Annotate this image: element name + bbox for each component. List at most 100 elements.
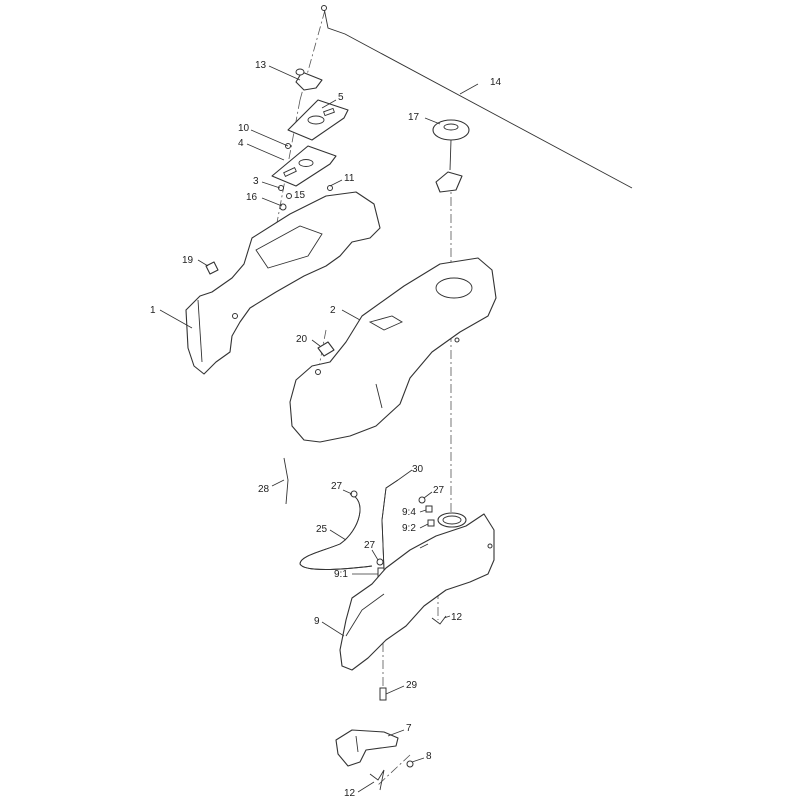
part-30-hose — [381, 479, 399, 571]
callout-13: 13 — [255, 60, 267, 71]
leader-3 — [261, 181, 281, 189]
clip-12-top — [431, 615, 447, 625]
fitting-9-4 — [425, 505, 433, 513]
callout-7: 7 — [406, 723, 412, 734]
leader-1 — [159, 309, 193, 329]
clamp-27-lower — [376, 558, 384, 566]
clamp-27-right — [418, 496, 426, 504]
part-29-fitting — [379, 687, 387, 701]
part-8-bolt — [406, 760, 414, 768]
callout-20: 20 — [296, 334, 308, 345]
plate-5-slot — [323, 107, 335, 117]
callout-19: 19 — [182, 255, 194, 266]
leader-lines — [159, 65, 479, 793]
callout-27-right: 27 — [433, 485, 445, 496]
leader-2 — [341, 309, 361, 321]
part-1-console — [185, 191, 381, 375]
part-20-grommet — [317, 341, 335, 357]
callout-3: 3 — [253, 176, 259, 187]
fitting-9-2 — [427, 519, 435, 527]
callout-25: 25 — [316, 524, 328, 535]
callout-labels: 13 5 10 4 3 15 16 11 14 17 19 1 2 20 28 … — [150, 60, 502, 799]
console-edge — [197, 299, 203, 363]
plug-19 — [205, 261, 219, 275]
leader-8 — [411, 757, 425, 763]
leader-4 — [246, 143, 285, 161]
cap-filter — [435, 171, 463, 193]
callout-29: 29 — [406, 680, 418, 691]
part-28-tie — [283, 457, 289, 505]
bracket-outline — [335, 729, 399, 767]
callout-12-top: 12 — [451, 612, 463, 623]
callout-1: 1 — [150, 305, 156, 316]
hose-30-inner — [381, 479, 399, 571]
leader-9 — [321, 621, 345, 637]
clip-12-bottom — [369, 769, 385, 791]
axis-bolt-8 — [377, 754, 411, 786]
leader-27-right — [423, 491, 433, 499]
fender-slot — [368, 315, 403, 331]
cap-tether — [449, 139, 452, 171]
part-19-plug — [205, 261, 219, 275]
bracket-fold — [355, 735, 359, 753]
callout-2: 2 — [330, 305, 336, 316]
leader-27-lower — [371, 549, 379, 561]
part-25-hose — [299, 493, 373, 570]
part-5-plate — [287, 99, 349, 141]
leader-10 — [250, 129, 289, 147]
tank-seam — [345, 593, 385, 637]
part-13-knob — [295, 68, 323, 91]
console-screw — [232, 313, 238, 319]
callout-30: 30 — [412, 464, 424, 475]
leader-11 — [329, 179, 343, 187]
callout-27-left: 27 — [331, 481, 343, 492]
tank-outline — [339, 513, 495, 671]
plate-4-slot — [283, 167, 297, 177]
callout-4: 4 — [238, 138, 244, 149]
tank-filler-opening — [442, 515, 462, 525]
hw-3 — [278, 185, 284, 191]
leader-13 — [268, 65, 301, 81]
fender-tab — [375, 383, 383, 409]
leader-29 — [385, 685, 405, 695]
callout-5: 5 — [338, 92, 344, 103]
plate-4-hole — [298, 159, 314, 167]
fitting-29 — [379, 687, 387, 701]
part-2-fender — [289, 257, 497, 443]
tank-screw — [487, 543, 493, 549]
callout-11: 11 — [344, 173, 355, 184]
callout-9-1: 9:1 — [334, 569, 348, 580]
callout-15: 15 — [294, 190, 306, 201]
callout-16: 16 — [246, 192, 258, 203]
leader-16 — [261, 197, 283, 207]
callout-10: 10 — [238, 123, 250, 134]
axis-knob-to-plate — [299, 9, 326, 101]
leader-17 — [424, 117, 441, 125]
fender-screw — [454, 337, 460, 343]
console-outline — [185, 191, 381, 375]
callout-17: 17 — [408, 112, 420, 123]
callout-9-4: 9:4 — [402, 507, 416, 518]
leader-28 — [271, 479, 285, 487]
part-17-fuel-cap — [432, 119, 470, 193]
part-7-bracket — [335, 729, 399, 767]
rod-knob — [321, 5, 327, 11]
plate-5-body — [287, 99, 349, 141]
knob-top — [295, 68, 305, 76]
leader-19 — [197, 259, 209, 267]
clamps-27 — [350, 490, 426, 566]
callout-27-lower: 27 — [364, 540, 376, 551]
tank-rib — [419, 543, 429, 549]
hose-30-outer — [381, 479, 399, 571]
callout-8: 8 — [426, 751, 432, 762]
leader-25 — [329, 529, 347, 541]
tank-filler-neck — [437, 512, 467, 528]
callout-9: 9 — [314, 616, 320, 627]
fender-grommet-hole — [315, 369, 321, 375]
cap-grip — [443, 123, 459, 131]
leader-20 — [311, 339, 321, 347]
leader-12-top — [443, 615, 451, 619]
hose-25-inner — [299, 493, 373, 570]
callout-12-bottom: 12 — [344, 788, 356, 799]
